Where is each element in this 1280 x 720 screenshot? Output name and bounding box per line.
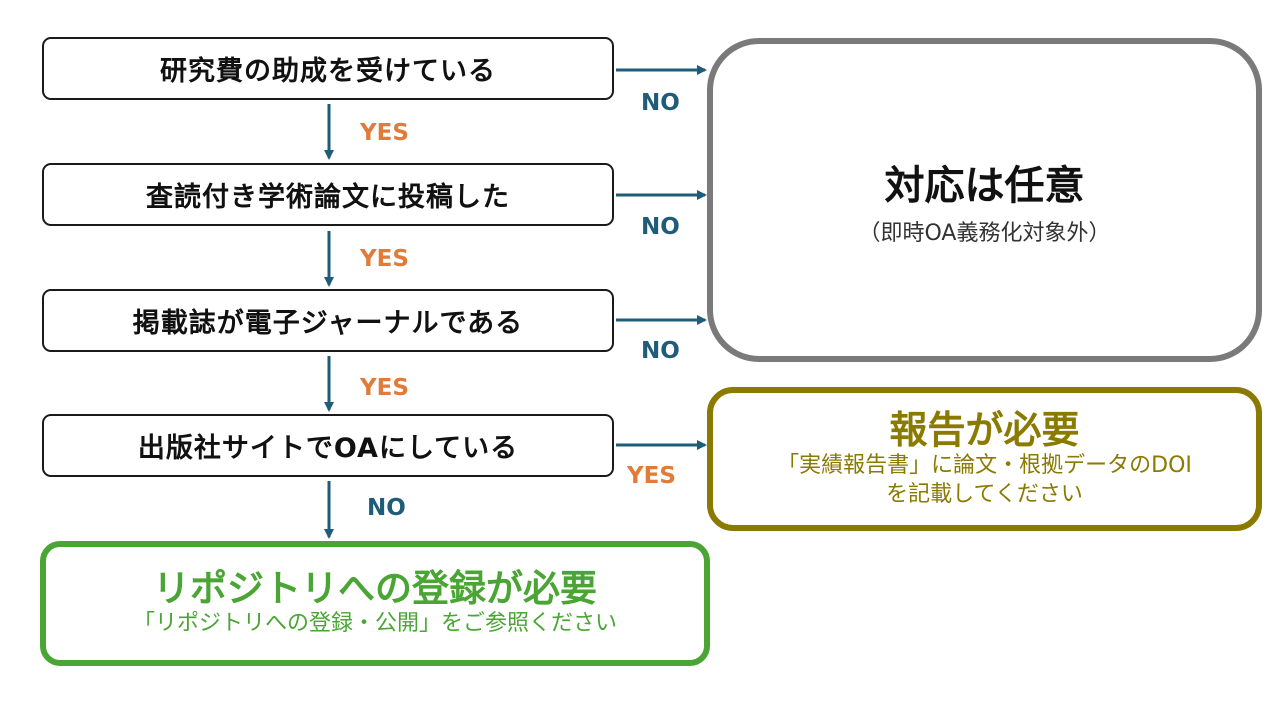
step-research-funding: 研究費の助成を受けている: [42, 37, 614, 100]
outcome-optional-title: 対応は任意: [884, 163, 1085, 209]
outcome-repository-subtitle: 「リポジトリへの登録・公開」をご参照ください: [132, 611, 617, 637]
label-yes-3: YES: [360, 375, 409, 401]
step-label: 査読付き学術論文に投稿した: [146, 182, 510, 213]
label-no-3: NO: [641, 338, 680, 364]
label-no-1: NO: [641, 90, 680, 116]
outcome-report: 報告が必要 「実績報告書」に論文・根拠データのDOI を記載してください: [707, 387, 1262, 531]
outcome-report-line2: を記載してください: [886, 481, 1083, 507]
outcome-optional: 対応は任意 （即時OA義務化対象外）: [707, 38, 1262, 362]
label-yes-2: YES: [360, 246, 409, 272]
outcome-repository: リポジトリへの登録が必要 「リポジトリへの登録・公開」をご参照ください: [40, 541, 710, 666]
step-label: 出版社サイトでOAにしている: [137, 433, 519, 464]
outcome-report-line1: 「実績報告書」に論文・根拠データのDOI: [777, 453, 1192, 479]
step-peer-reviewed-submission: 査読付き学術論文に投稿した: [42, 163, 614, 226]
step-label: 研究費の助成を受けている: [160, 56, 496, 87]
label-no-4: NO: [367, 495, 406, 521]
outcome-optional-subtitle: （即時OA義務化対象外）: [858, 221, 1111, 246]
label-no-2: NO: [641, 214, 680, 240]
step-publisher-oa: 出版社サイトでOAにしている: [42, 414, 614, 477]
outcome-report-title: 報告が必要: [889, 407, 1080, 452]
step-electronic-journal: 掲載誌が電子ジャーナルである: [42, 289, 614, 352]
outcome-repository-title: リポジトリへの登録が必要: [153, 566, 597, 610]
label-yes-4: YES: [627, 463, 676, 489]
label-yes-1: YES: [360, 120, 409, 146]
step-label: 掲載誌が電子ジャーナルである: [132, 308, 524, 339]
